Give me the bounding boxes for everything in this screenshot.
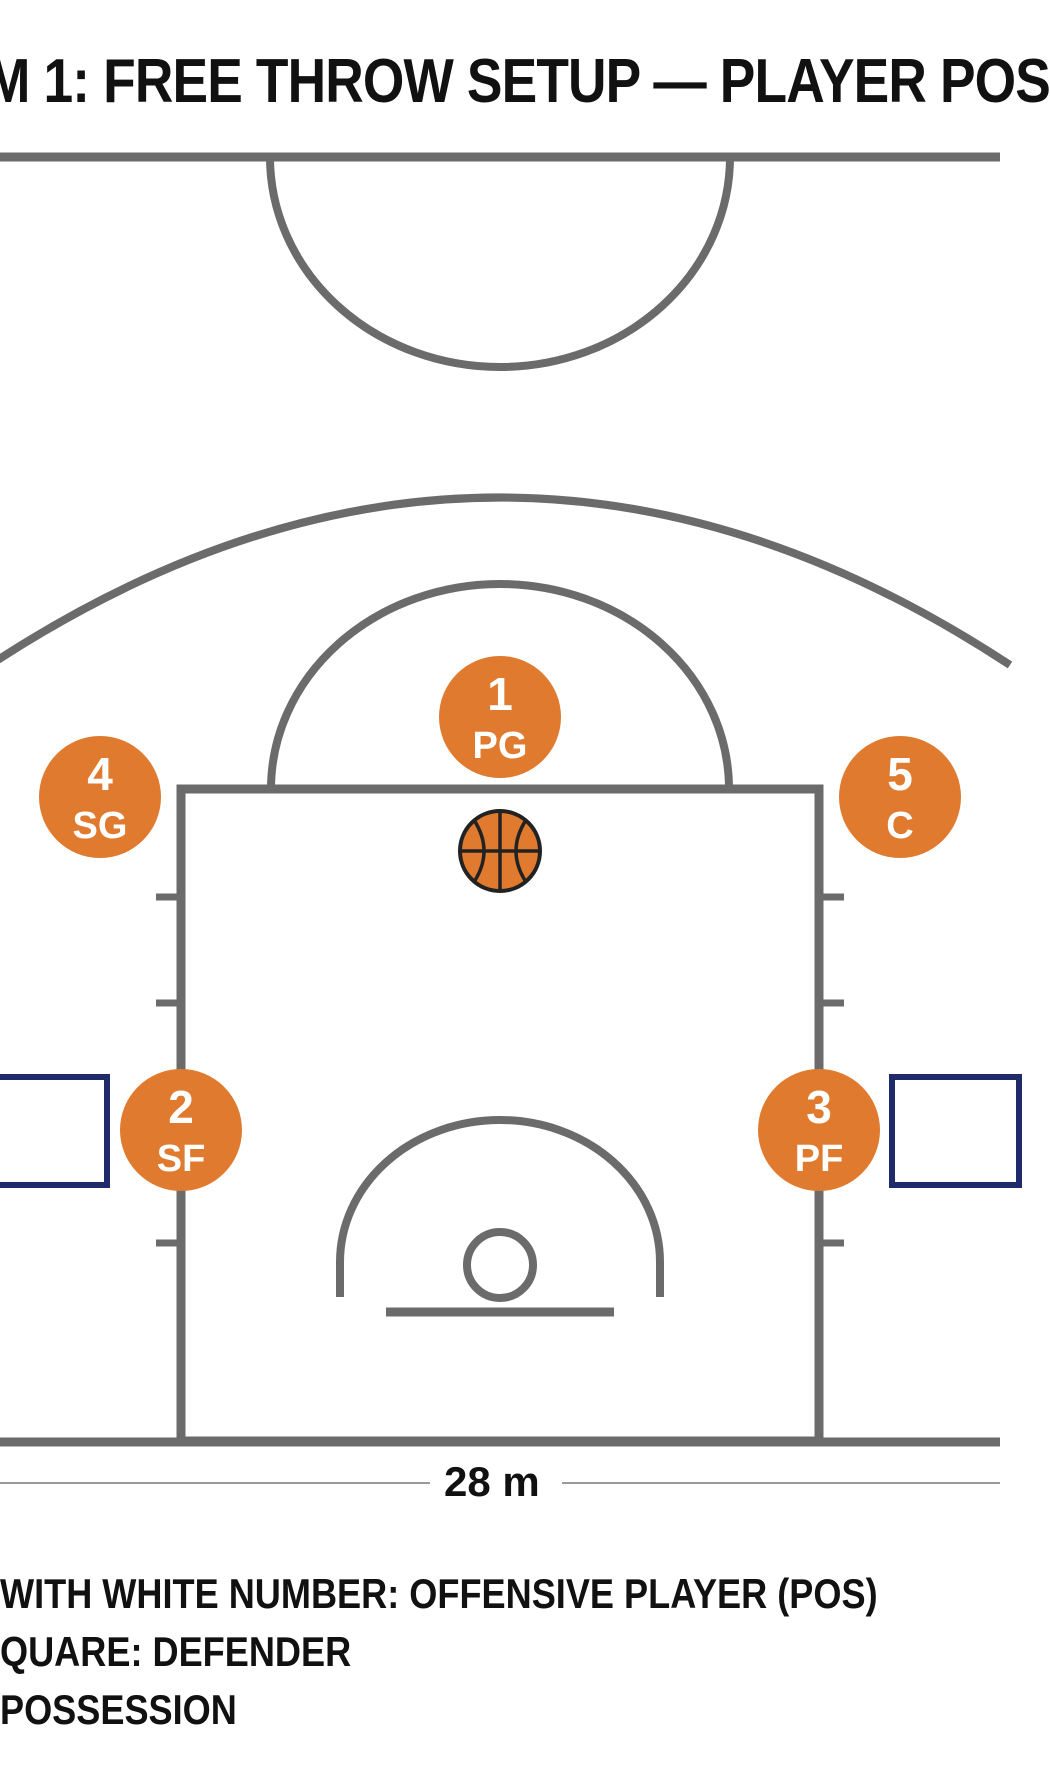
center-circle	[266, 156, 734, 371]
title-bar: M 1: FREE THROW SETUP — PLAYER POS	[0, 0, 1050, 160]
three-point-arc	[0, 493, 1013, 669]
player-position: C	[886, 805, 913, 847]
player-position: SG	[73, 805, 128, 847]
player-4: 4 SG	[39, 736, 161, 858]
legend-item-offensive: WITH WHITE NUMBER: OFFENSIVE PLAYER (POS…	[0, 1570, 878, 1617]
player-number: 2	[168, 1081, 194, 1133]
player-2: 2 SF	[120, 1069, 242, 1191]
player-position: PF	[795, 1138, 844, 1180]
player-1: 1 PG	[439, 656, 561, 778]
legend: WITH WHITE NUMBER: OFFENSIVE PLAYER (POS…	[0, 1565, 1000, 1739]
legend-item-possession: POSSESSION	[0, 1686, 237, 1733]
diagram-title: M 1: FREE THROW SETUP — PLAYER POS	[0, 47, 1050, 116]
player-3: 3 PF	[758, 1069, 880, 1191]
court-width-label: 28 m	[430, 1458, 554, 1506]
player-position: PG	[473, 725, 528, 767]
player-number: 3	[806, 1081, 832, 1133]
defender-square-right	[889, 1074, 1022, 1188]
defender-square-left	[0, 1074, 110, 1188]
legend-item-defender: QUARE: DEFENDER	[0, 1628, 352, 1675]
player-position: SF	[157, 1138, 206, 1180]
basketball-icon	[458, 809, 542, 893]
player-5: 5 C	[839, 736, 961, 858]
rim	[463, 1228, 537, 1302]
court-diagram: 1 PG 4 SG 5 C 2 SF 3 PF	[0, 152, 1022, 1484]
player-number: 1	[487, 668, 513, 720]
player-number: 4	[87, 748, 113, 800]
free-throw-circle	[267, 580, 733, 790]
player-number: 5	[887, 748, 913, 800]
restricted-area-arc	[336, 1116, 664, 1297]
